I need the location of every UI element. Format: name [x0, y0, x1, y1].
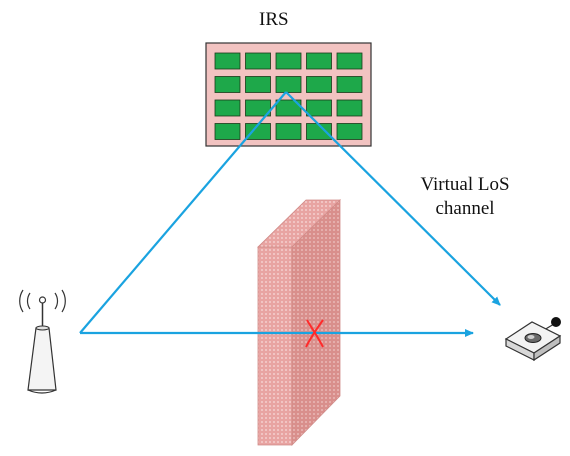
irs-element [336, 99, 363, 117]
irs-element [245, 52, 271, 70]
virtual-los-label-line1: Virtual LoS [420, 174, 510, 195]
user-device-icon [504, 317, 562, 362]
wall-icon [257, 199, 341, 446]
base-station-antenna-icon [19, 289, 66, 394]
irs-element [336, 52, 363, 70]
irs-elements [214, 52, 363, 140]
ray-to-irs [79, 91, 287, 334]
irs-element [306, 99, 332, 117]
irs-element [214, 76, 241, 93]
irs-element [245, 76, 271, 93]
ray-irs-to-user [285, 91, 501, 306]
rays [79, 91, 501, 337]
irs-element [306, 52, 332, 70]
virtual-los-label-line2: channel [435, 198, 495, 219]
irs-element [336, 76, 363, 93]
irs-label: IRS [259, 9, 289, 30]
irs-element [275, 76, 302, 93]
blocked-x-icon [305, 319, 324, 348]
irs-element [275, 123, 302, 140]
irs-element [214, 99, 241, 117]
irs-element [214, 123, 241, 140]
irs-element [336, 123, 363, 140]
irs-element [306, 76, 332, 93]
irs-panel [205, 42, 372, 147]
irs-element [214, 52, 241, 70]
virtual-los-label: Virtual LoS channel [400, 173, 530, 221]
irs-element [245, 99, 271, 117]
irs-element [275, 52, 302, 70]
